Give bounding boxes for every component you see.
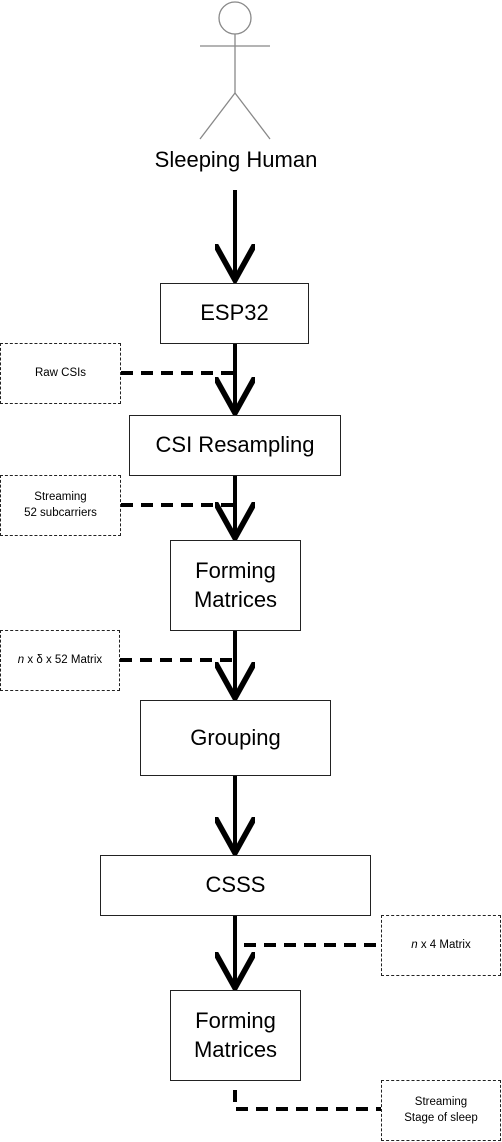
note-matrix-n-delta-text: n x δ x 52 Matrix bbox=[18, 653, 102, 669]
note-matrix-n-4-text: n x 4 Matrix bbox=[411, 938, 470, 954]
figure-left-leg bbox=[199, 92, 236, 140]
note-streaming-subcarriers-text: Streaming 52 subcarriers bbox=[24, 490, 97, 519]
note-matrix-n-4: n x 4 Matrix bbox=[381, 915, 501, 976]
step-forming-matrices-2-label: Forming Matrices bbox=[193, 1007, 278, 1062]
note-matrix-n-delta-var: n bbox=[17, 653, 25, 666]
note-raw-csis: Raw CSIs bbox=[0, 343, 121, 404]
note-stage-of-sleep-text: Streaming Stage of sleep bbox=[404, 1095, 478, 1124]
note-matrix-n-delta-rest: x δ x 52 Matrix bbox=[24, 653, 103, 666]
step-forming-matrices-2: Forming Matrices bbox=[170, 990, 301, 1081]
step-forming-matrices-1: Forming Matrices bbox=[170, 540, 301, 631]
step-esp32-label: ESP32 bbox=[200, 300, 269, 326]
step-grouping-label: Grouping bbox=[190, 724, 281, 750]
step-csss-label: CSSS bbox=[205, 872, 266, 898]
note-matrix-n-4-var: n bbox=[411, 938, 418, 951]
note-matrix-n-delta: n x δ x 52 Matrix bbox=[0, 630, 120, 691]
note-stage-of-sleep: Streaming Stage of sleep bbox=[381, 1080, 501, 1141]
step-csss: CSSS bbox=[100, 855, 371, 916]
note-streaming-subcarriers: Streaming 52 subcarriers bbox=[0, 475, 121, 536]
connector-stage-of-sleep bbox=[233, 1090, 381, 1111]
step-forming-matrices-1-label: Forming Matrices bbox=[193, 557, 278, 612]
step-csi-resampling: CSI Resampling bbox=[129, 415, 341, 476]
sleeping-human-label: Sleeping Human bbox=[154, 147, 318, 172]
sleeping-human-figure-icon bbox=[199, 1, 271, 140]
step-esp32: ESP32 bbox=[160, 283, 309, 344]
note-raw-csis-text: Raw CSIs bbox=[34, 366, 87, 379]
step-csi-resampling-label: CSI Resampling bbox=[155, 432, 315, 458]
figure-right-leg bbox=[234, 92, 271, 140]
step-grouping: Grouping bbox=[140, 700, 331, 776]
note-matrix-n-4-rest: x 4 Matrix bbox=[417, 938, 471, 951]
figure-head bbox=[218, 1, 252, 35]
